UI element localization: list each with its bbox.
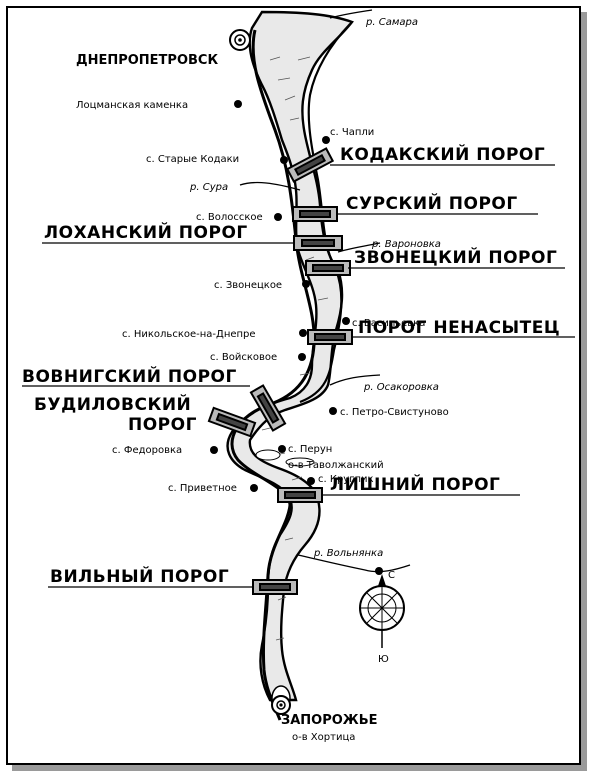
village-label-tavolzhansky: о-в Таволжанский — [288, 460, 384, 471]
village-label-nikolskoe: с. Никольское-на-Днепре — [122, 329, 256, 340]
river-label-osakorovka: р. Осакоровка — [363, 382, 439, 393]
rapid-marker-budilovsky — [207, 406, 257, 438]
city-label-zaporozhye: ЗАПОРОЖЬЕ — [281, 713, 378, 728]
rapid-leaders — [22, 164, 575, 588]
village-label-starye-kodaki: с. Старые Кодаки — [146, 154, 239, 165]
rapid-label-kodaksky: КОДАКСКИЙ ПОРОГ — [340, 143, 545, 165]
city-marker-dnepropetrovsk — [229, 29, 251, 51]
village-label-lotsmanskaya: Лоцманская каменка — [76, 100, 188, 111]
rapid-label-budilovsky-line2: ПОРОГ — [128, 415, 197, 435]
rapid-label-vovnigsky: ВОВНИГСКИЙ ПОРОГ — [22, 365, 237, 387]
compass-south-label: Ю — [378, 654, 389, 665]
rapid-marker-lokhansky — [293, 235, 343, 251]
rapid-marker-nenasytets — [307, 329, 353, 345]
city-label-dnepropetrovsk: ДНЕПРОПЕТРОВСК — [76, 53, 218, 68]
village-label-krutlik: с. Кругпик — [318, 474, 374, 485]
rapid-marker-vilny — [252, 579, 298, 595]
rapid-marker-lishny — [277, 487, 323, 503]
village-label-vasilievka: с. Васильевка — [352, 318, 425, 329]
rapid-label-vilny: ВИЛЬНЫЙ ПОРОГ — [50, 565, 229, 587]
rapid-label-sursky: СУРСКИЙ ПОРОГ — [346, 192, 518, 214]
rapid-marker-sursky — [292, 206, 338, 222]
village-label-perun: с. Перун — [288, 444, 332, 455]
river-dnieper — [226, 10, 354, 721]
rapid-marker-vovnigsky — [249, 384, 287, 432]
village-label-voyskovoe: с. Войсковое — [210, 352, 277, 363]
village-dots — [210, 100, 383, 575]
compass-rose — [359, 574, 405, 648]
village-label-fedorovka: с. Федоровка — [112, 445, 182, 456]
city-marker-zaporozhye — [271, 695, 291, 715]
rapid-label-lokhansky: ЛОХАНСКИЙ ПОРОГ — [44, 221, 248, 243]
river-label-varonovka: р. Вароновка — [371, 239, 441, 250]
rapid-marker-zvonetsky — [305, 260, 351, 276]
island-label-khortitsa: о-в Хортица — [292, 732, 355, 743]
rapid-label-budilovsky-line1: БУДИЛОВСКИЙ — [34, 393, 191, 415]
village-label-zvonetskoe: с. Звонецкое — [214, 280, 282, 291]
river-label-samara: р. Самара — [365, 17, 418, 28]
village-label-volosskoe: с. Волосское — [196, 212, 263, 223]
village-label-chapli: с. Чапли — [330, 127, 374, 138]
compass-north-label: С — [388, 570, 395, 581]
rapid-marker-kodaksky — [285, 147, 335, 183]
river-label-sura: р. Сура — [189, 182, 228, 193]
rapid-label-nenasytets: ПОРОГ НЕНАСЫТЕЦ — [358, 318, 560, 338]
village-label-privetnoe: с. Приветное — [168, 483, 237, 494]
village-label-petro-svistunovo: с. Петро-Свистуново — [340, 407, 449, 418]
tributaries — [239, 9, 411, 573]
river-label-volnyanka: р. Вольнянка — [313, 548, 383, 559]
rapid-label-lishny: ЛИШНИЙ ПОРОГ — [330, 473, 500, 495]
rapid-markers — [207, 147, 353, 595]
rapid-label-zvonetsky: ЗВОНЕЦКИЙ ПОРОГ — [354, 246, 557, 268]
